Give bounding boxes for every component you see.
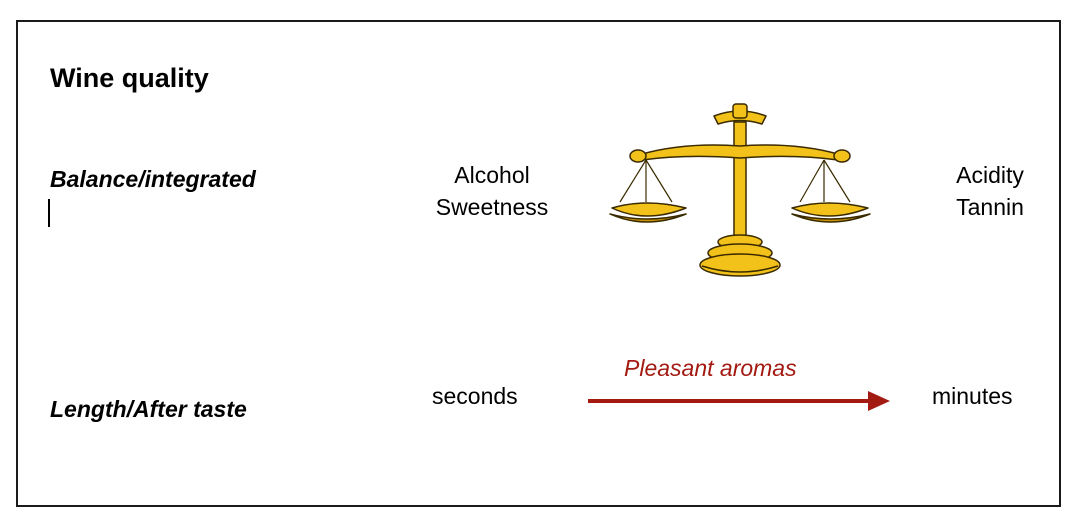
- balance-row-label: Balance/integrated: [50, 166, 256, 192]
- right-arrow-icon: [588, 391, 890, 411]
- balance-left-term: Sweetness: [435, 194, 549, 220]
- balance-left-term: Alcohol: [454, 162, 530, 188]
- length-row-label: Length/After taste: [50, 396, 247, 422]
- text-cursor: [48, 199, 50, 227]
- scale-pan-left: [611, 202, 687, 217]
- scale-beam-end-right: [833, 149, 851, 163]
- scale-pan-right: [791, 202, 869, 217]
- scale-pillar: [733, 121, 747, 241]
- length-end-label: minutes: [932, 383, 1013, 409]
- scale-top-knob: [732, 103, 748, 119]
- balance-right-terms: Acidity Tannin: [930, 159, 1050, 223]
- arrow-head: [868, 391, 890, 411]
- balance-right-term: Tannin: [956, 194, 1024, 220]
- balance-left-terms: Alcohol Sweetness: [412, 159, 572, 223]
- length-start-label: seconds: [432, 383, 518, 409]
- arrow-label: Pleasant aromas: [624, 355, 797, 381]
- scale-beam-end-left: [629, 149, 647, 163]
- balance-right-term: Acidity: [956, 162, 1024, 188]
- balance-scale-icon: [609, 103, 871, 277]
- slide-frame: [16, 20, 1061, 507]
- scale-beam: [641, 144, 839, 161]
- slide-title: Wine quality: [50, 63, 209, 93]
